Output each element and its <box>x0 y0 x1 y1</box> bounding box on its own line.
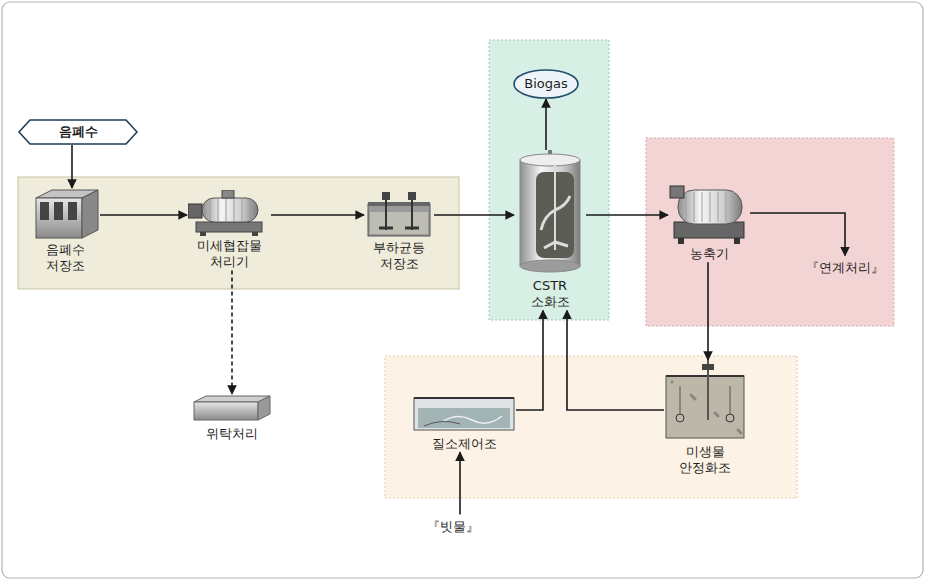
flow-arrow <box>545 99 547 150</box>
terminal-shape: 『연계처리』 <box>800 256 890 281</box>
label-group: 미세협잡물 처리기 <box>189 238 269 271</box>
label-group: 부하균등 저장조 <box>366 240 432 273</box>
process-panel <box>489 40 609 320</box>
equipment-icon <box>668 182 750 244</box>
flow-arrow <box>459 452 461 514</box>
node-label: 『연계처리』 <box>806 260 884 276</box>
equipment-icon <box>188 190 270 236</box>
node-label: 위탁처리 <box>206 426 258 442</box>
node-label: Biogas <box>524 76 567 92</box>
node-label: 『빗물』 <box>427 519 479 535</box>
label-group: 『연계처리』 <box>806 260 884 276</box>
equipment-node: 농축기 <box>668 182 750 262</box>
flow-arrow <box>231 271 233 395</box>
node-label: 미생물 안정화조 <box>670 444 740 477</box>
terminal-shape: 음폐수 <box>18 119 138 145</box>
equipment-icon <box>30 188 100 240</box>
equipment-node: 부하균등 저장조 <box>364 192 434 273</box>
label-group: 미생물 안정화조 <box>670 444 740 477</box>
node-label: 농축기 <box>690 246 729 262</box>
equipment-icon <box>514 150 586 276</box>
label-group: Biogas <box>524 76 567 92</box>
equipment-node: 음폐수 저장조 <box>30 188 100 275</box>
flow-arrow <box>750 213 845 256</box>
equipment-icon <box>664 360 746 442</box>
equipment-node: 미세협잡물 처리기 <box>187 190 271 271</box>
label-group: 『빗물』 <box>427 519 479 535</box>
flow-arrow <box>567 311 664 411</box>
flow-arrow <box>271 214 364 216</box>
node-label: 질소제어조 <box>432 436 497 452</box>
node-label: 음폐수 저장조 <box>34 242 96 275</box>
node-label: 음폐수 <box>59 124 98 140</box>
equipment-icon <box>366 192 432 238</box>
node-label: CSTR 소화조 <box>520 278 580 311</box>
equipment-node: 질소제어조 <box>412 392 516 452</box>
equipment-icon <box>412 392 516 434</box>
flow-arrow <box>71 145 73 188</box>
flow-arrow <box>516 311 543 411</box>
flow-arrow <box>586 214 668 216</box>
flow-arrow <box>707 262 709 360</box>
ellipse-outline <box>514 70 578 98</box>
equipment-node: 미생물 안정화조 <box>664 360 746 477</box>
equipment-node: CSTR 소화조 <box>514 150 586 311</box>
process-panel <box>646 138 894 326</box>
process-panel <box>18 177 459 289</box>
label-group: 위탁처리 <box>192 426 272 442</box>
flow-arrow <box>434 214 514 216</box>
label-group: 음폐수 저장조 <box>34 242 96 275</box>
hexagon-outline <box>19 120 137 144</box>
label-group: 농축기 <box>669 246 749 262</box>
label-group: 질소제어조 <box>412 436 516 452</box>
process-panel <box>385 356 797 498</box>
equipment-icon <box>192 394 272 424</box>
label-group: CSTR 소화조 <box>520 278 580 311</box>
flow-arrow <box>100 214 187 216</box>
node-label: 미세협잡물 처리기 <box>189 238 269 271</box>
label-group: 음폐수 <box>59 124 98 140</box>
terminal-shape: Biogas <box>513 69 579 99</box>
node-label: 부하균등 저장조 <box>366 240 432 273</box>
equipment-node: 위탁처리 <box>192 394 272 442</box>
terminal-shape: 『빗물』 <box>418 515 488 540</box>
